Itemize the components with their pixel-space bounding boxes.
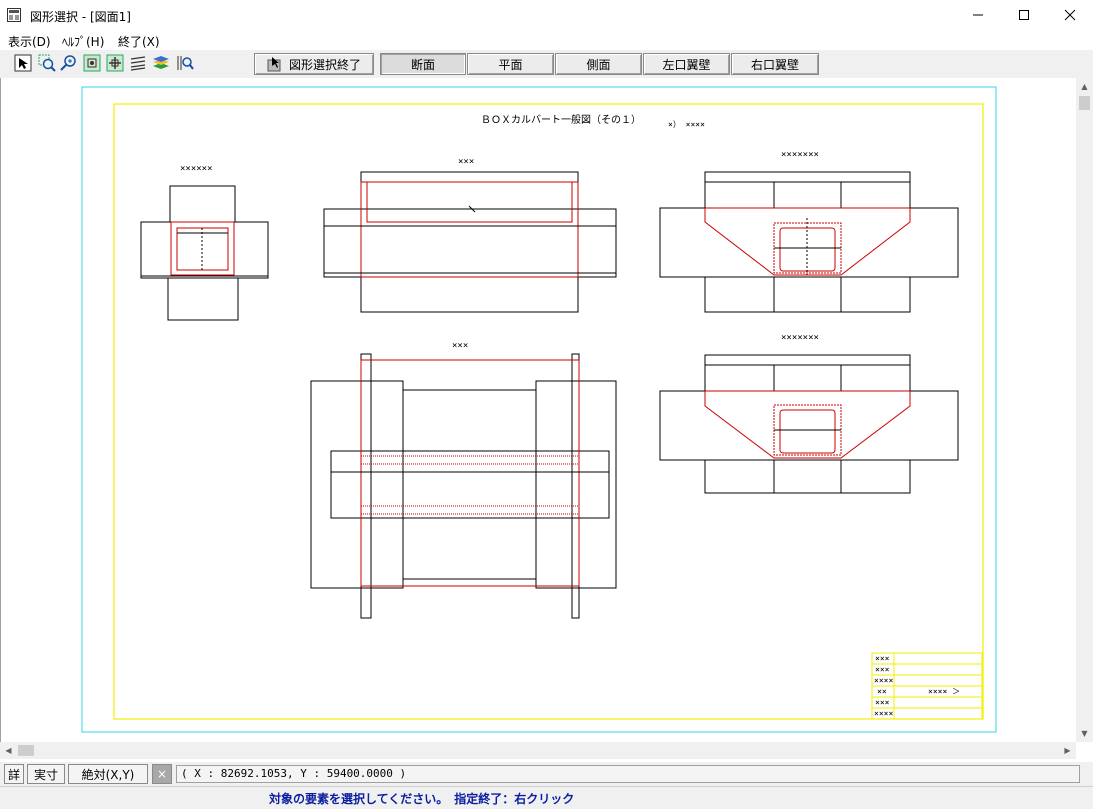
drawing-sheet[interactable]: ＢＯＸカルバート一般図（その１） ×） ×××× ×××××× ××× [1,78,1076,742]
minimize-icon [973,14,983,16]
tab-label: 側面 [586,57,611,72]
clear-icon: × [156,767,168,781]
view-label: ×××××× [180,164,213,174]
tab-label: 断面 [410,57,435,72]
layer-lines-icon[interactable] [129,54,147,72]
finish-selection-button[interactable]: 図形選択終了 [254,53,374,75]
vertical-scroll-thumb[interactable] [1079,96,1090,110]
actual-size-label: 実寸 [33,767,58,782]
close-button[interactable] [1047,0,1093,30]
zoom-out-icon[interactable] [83,54,101,72]
maximize-icon [1019,10,1029,20]
layers-icon[interactable] [152,54,170,72]
maximize-button[interactable] [1001,0,1047,30]
menu-view[interactable]: 表示(D) [8,35,51,49]
app-icon [7,8,21,22]
detail-button[interactable]: 詳 [4,764,24,784]
finish-selection-label: 図形選択終了 [288,57,361,72]
tab-cross-section[interactable]: 断面 [380,53,466,75]
view-label: ××× [458,157,474,167]
detail-button-label: 詳 [7,767,20,782]
tab-side[interactable]: 側面 [555,53,642,75]
title-block-cell: ××× [875,698,890,707]
title-block-cell: ×× [877,687,887,696]
menu-bar: 表示(D) ﾍﾙﾌﾟ(H) 終了(X) [0,30,1093,50]
horizontal-scroll-thumb[interactable] [18,745,34,756]
tab-right-wingwall[interactable]: 右口翼壁 [731,53,819,75]
zoom-window-icon[interactable] [38,54,56,72]
finish-icon [267,57,281,72]
scroll-right-icon[interactable]: ▶ [1064,746,1071,755]
absolute-coordinates-label: 絶対(X,Y) [81,767,135,782]
drawing-canvas[interactable]: ＢＯＸカルバート一般図（その１） ×） ×××× ×××××× ××× [0,78,1076,742]
view-label: ××××××× [781,333,819,343]
tab-label: 左口翼壁 [662,57,711,72]
side-view-upper[interactable]: ××××××× [659,150,959,313]
title-block-cell: ×××× [874,676,893,685]
horizontal-scrollbar[interactable]: ◀ ▶ [0,742,1076,759]
side-view-lower[interactable]: ××××××× [659,333,959,494]
instruction-message: 対象の要素を選択してください。 指定終了：右クリック [269,792,575,806]
title-bar: 図形選択 - [図面1] [0,0,1093,30]
zoom-in-icon[interactable] [60,54,78,72]
drawing-title: ＢＯＸカルバート一般図（その１） [481,113,641,126]
minimize-button[interactable] [955,0,1001,30]
tab-left-wingwall[interactable]: 左口翼壁 [643,53,730,75]
coordinate-display: ( X : 82692.1053, Y : 59400.0000 ) [176,765,1080,783]
longitudinal-section-view[interactable]: ××× [323,157,617,313]
view-label: ××××××× [781,150,819,160]
title-block-cell: ××× [875,654,890,663]
title-block-cell: ××× [875,665,890,674]
tab-label: 平面 [498,57,523,72]
tab-plan[interactable]: 平面 [467,53,554,75]
menu-exit[interactable]: 終了(X) [118,35,160,49]
absolute-coordinates-button[interactable]: 絶対(X,Y) [68,764,148,784]
title-block-cell: ×××× [874,709,893,718]
cross-section-view[interactable]: ×××××× [140,164,269,321]
clear-button[interactable]: × [152,764,172,784]
status-bar: 詳 実寸 絶対(X,Y) × ( X : 82692.1053, Y : 594… [0,762,1093,786]
inner-frame [113,103,984,720]
view-label: ××× [452,341,468,351]
actual-size-button[interactable]: 実寸 [27,764,65,784]
title-block[interactable]: ××× ××× ×××× ×× ××× ×××× ×××× ＞ [871,652,983,720]
outer-frame [81,86,997,733]
tab-label: 右口翼壁 [750,57,799,72]
pan-icon[interactable] [106,54,124,72]
search-icon[interactable] [176,54,194,72]
drawing-title-suffix: ×） ×××× [668,120,705,129]
menu-help[interactable]: ﾍﾙﾌﾟ(H) [62,35,105,49]
title-block-value: ×××× ＞ [928,687,960,696]
close-icon [1064,9,1076,21]
scroll-up-icon[interactable]: ▲ [1081,82,1088,91]
select-icon[interactable] [14,54,32,72]
scroll-down-icon[interactable]: ▼ [1081,729,1088,738]
scroll-left-icon[interactable]: ◀ [5,746,12,755]
window-title: 図形選択 - [図面1] [30,10,131,24]
plan-view[interactable]: ××× [310,341,617,619]
message-bar: 対象の要素を選択してください。 指定終了：右クリック [0,786,1093,809]
toolbar: 図形選択終了 断面 平面 側面 左口翼壁 右口翼壁 [0,50,1093,79]
vertical-scrollbar[interactable]: ▲ ▼ [1076,78,1093,742]
